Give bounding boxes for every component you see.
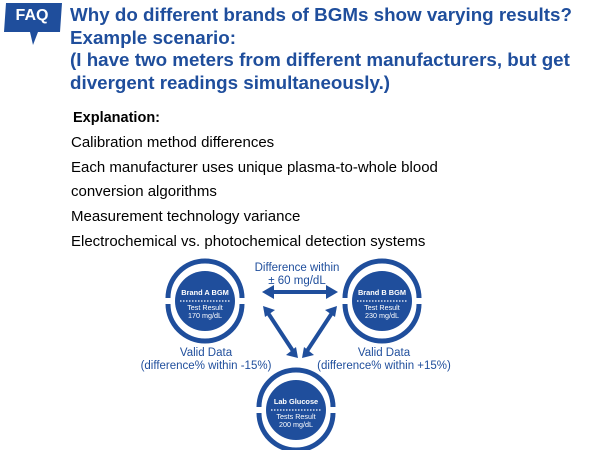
right-valid-label-line-1: Valid Data — [358, 347, 411, 359]
explanation-line-4: Measurement technology variance — [71, 208, 301, 225]
brand-a-result-label: Test Result — [187, 303, 223, 312]
explanation-line-1: Calibration method differences — [71, 134, 275, 151]
faq-badge-shape — [4, 3, 62, 45]
faq-badge-label: FAQ — [15, 7, 49, 24]
brand-a-node: Brand A BGM Test Result 170 mg/dL — [165, 258, 245, 344]
title-line-1: Why do different brands of BGMs show var… — [70, 4, 572, 25]
brand-b-node: Brand B BGM Test Result 230 mg/dL — [342, 258, 422, 344]
explanation-heading: Explanation: — [73, 110, 161, 126]
difference-label-line-2: ± 60 mg/dL — [268, 275, 326, 287]
arrow-brand-a-to-lab — [263, 306, 298, 358]
left-valid-label-line-2: (difference% within -15%) — [141, 360, 272, 372]
explanation-line-5: Electrochemical vs. photochemical detect… — [71, 233, 426, 250]
right-valid-label-line-2: (difference% within +15%) — [317, 360, 451, 372]
brand-b-result-value: 230 mg/dL — [365, 311, 399, 320]
brand-a-result-value: 170 mg/dL — [188, 311, 222, 320]
explanation-line-2: Each manufacturer uses unique plasma-to-… — [71, 159, 438, 176]
difference-label-line-1: Difference within — [255, 262, 340, 274]
lab-name: Lab Glucose — [274, 397, 318, 406]
title-line-4: divergent readings simultaneously.) — [70, 71, 391, 93]
brand-b-result-label: Test Result — [364, 303, 400, 312]
explanation-line-3: conversion algorithms — [71, 183, 217, 200]
page-title: Why do different brands of BGMs show var… — [70, 4, 600, 94]
brand-b-name: Brand B BGM — [358, 288, 406, 297]
title-line-3: (I have two meters from different manufa… — [70, 49, 570, 70]
arrow-brand-b-to-lab — [302, 306, 337, 358]
title-line-2: Example scenario: — [70, 26, 236, 48]
arrow-brand-a-to-brand-b — [262, 285, 338, 299]
brand-a-name: Brand A BGM — [181, 288, 229, 297]
lab-result-value: 200 mg/dL — [279, 420, 313, 429]
lab-glucose-node: Lab Glucose Tests Result 200 mg/dL — [256, 367, 336, 450]
lab-result-label: Tests Result — [276, 412, 315, 421]
left-valid-label-line-1: Valid Data — [180, 347, 233, 359]
